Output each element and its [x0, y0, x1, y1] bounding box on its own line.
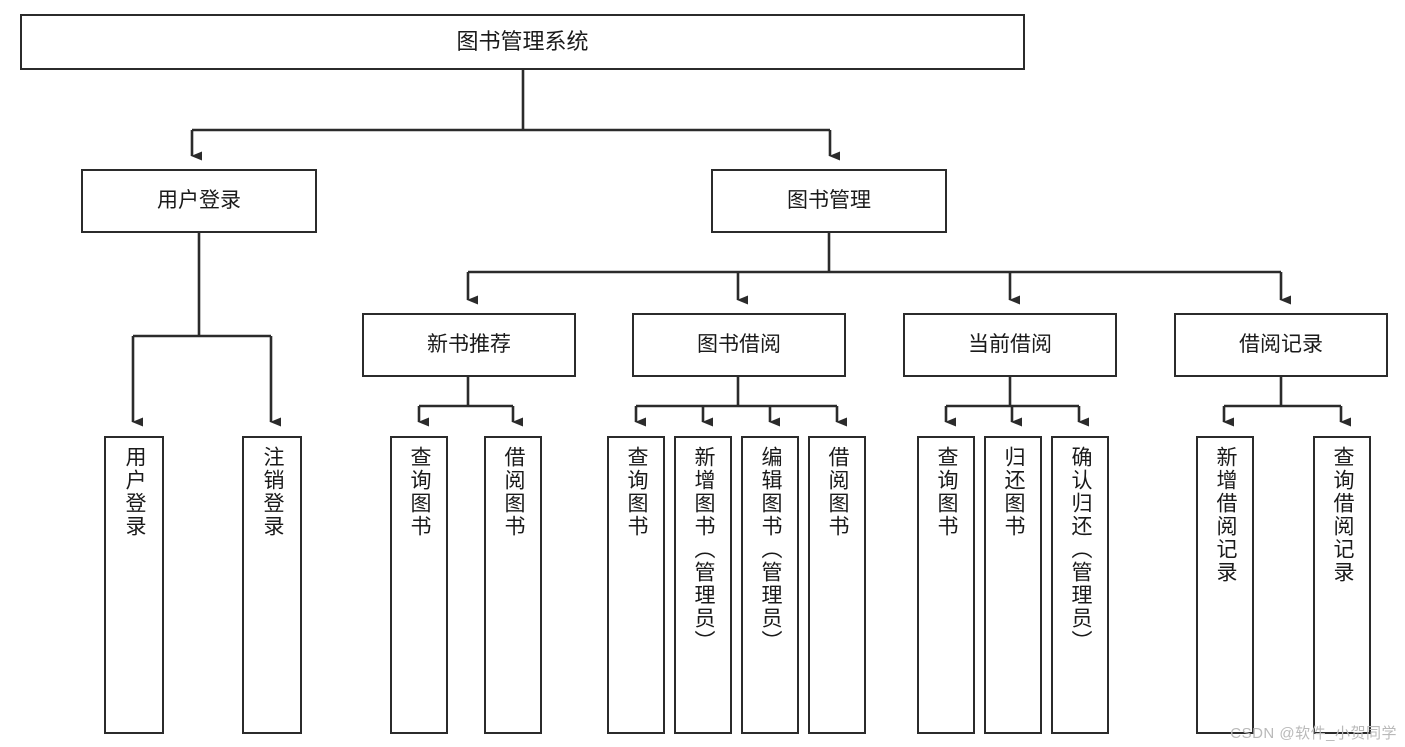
leaf-user-login-logout[interactable]: 注销登录 [242, 436, 302, 734]
leaf-book-borrow-add[interactable]: 新增图书（管理员） [674, 436, 732, 734]
node-label: 查询图书 [408, 446, 432, 538]
leaf-user-login-login[interactable]: 用户登录 [104, 436, 164, 734]
node-label: 新书推荐 [427, 332, 511, 356]
node-label: 新增借阅记录 [1214, 446, 1238, 584]
leaf-borrow-record-add[interactable]: 新增借阅记录 [1196, 436, 1254, 734]
csdn-watermark: CSDN @软件_小贺同学 [1230, 725, 1397, 742]
leaf-book-borrow-edit[interactable]: 编辑图书（管理员） [741, 436, 799, 734]
node-label: 新增图书（管理员） [692, 446, 716, 653]
leaf-current-borrow-return[interactable]: 归还图书 [984, 436, 1042, 734]
leaf-current-borrow-query[interactable]: 查询图书 [917, 436, 975, 734]
node-label: 借阅记录 [1239, 332, 1323, 356]
leaf-current-borrow-confirm-return[interactable]: 确认归还（管理员） [1051, 436, 1109, 734]
node-label: 借阅图书 [502, 446, 526, 538]
node-label: 图书借阅 [697, 332, 781, 356]
node-label: 注销登录 [261, 446, 285, 538]
node-label: 归还图书 [1002, 446, 1026, 538]
node-label: 图书管理 [787, 188, 871, 212]
node-label: 查询图书 [935, 446, 959, 538]
node-label: 用户登录 [157, 188, 241, 212]
node-label: 查询图书 [625, 446, 649, 538]
leaf-borrow-record-query[interactable]: 查询借阅记录 [1313, 436, 1371, 734]
node-label: 借阅图书 [826, 446, 850, 538]
node-borrow-record[interactable]: 借阅记录 [1174, 313, 1388, 377]
node-label: 确认归还（管理员） [1069, 446, 1093, 653]
node-current-borrow[interactable]: 当前借阅 [903, 313, 1117, 377]
node-book-borrow[interactable]: 图书借阅 [632, 313, 846, 377]
node-label: 当前借阅 [968, 332, 1052, 356]
node-book-management-system[interactable]: 图书管理系统 [20, 14, 1025, 70]
leaf-book-borrow-borrow[interactable]: 借阅图书 [808, 436, 866, 734]
node-label: 图书管理系统 [456, 29, 589, 55]
node-label: 查询借阅记录 [1331, 446, 1355, 584]
leaf-new-book-query[interactable]: 查询图书 [390, 436, 448, 734]
node-label: 编辑图书（管理员） [759, 446, 783, 653]
node-label: 用户登录 [123, 446, 147, 538]
node-new-book-recommend[interactable]: 新书推荐 [362, 313, 576, 377]
node-book-management[interactable]: 图书管理 [711, 169, 947, 233]
leaf-book-borrow-query[interactable]: 查询图书 [607, 436, 665, 734]
leaf-new-book-borrow[interactable]: 借阅图书 [484, 436, 542, 734]
node-user-login[interactable]: 用户登录 [81, 169, 317, 233]
